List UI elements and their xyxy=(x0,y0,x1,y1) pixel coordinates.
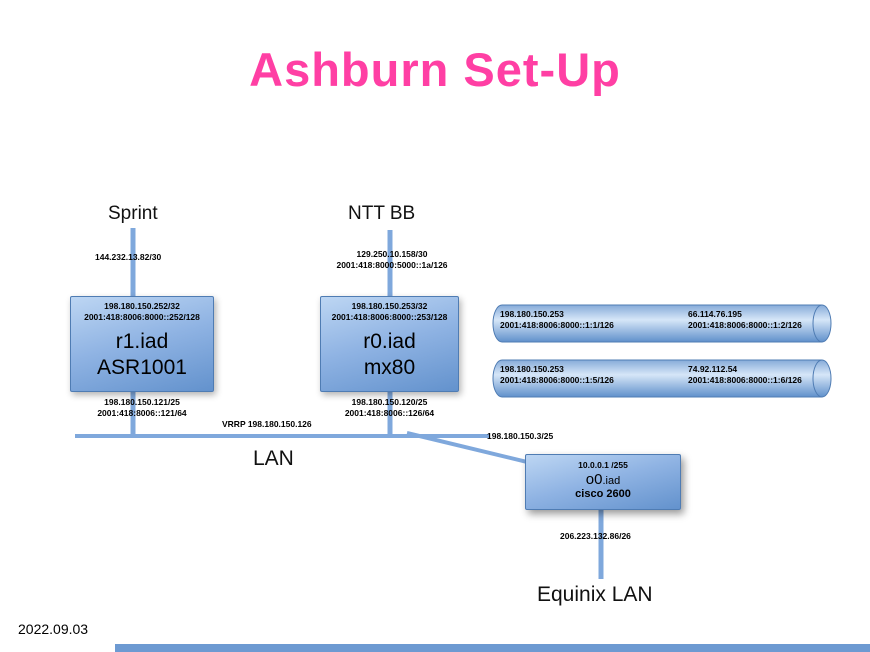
o0-downlink-ip: 206.223.132.86/26 xyxy=(560,531,631,541)
r0-ip1: 198.180.150.253/32 xyxy=(351,301,428,311)
r0-lan-ips: 198.180.150.120/25 2001:418:8006::126/64 xyxy=(320,397,459,419)
page-title: Ashburn Set-Up xyxy=(249,43,621,96)
r1-loopback-ips: 198.180.150.252/32 2001:418:8006:8000::2… xyxy=(71,297,213,323)
ntt-link-ip1: 129.250.10.158/30 xyxy=(356,249,428,259)
tunnel2-right-ip1: 74.92.112.54 xyxy=(688,364,738,374)
tunnel-cylinder-1 xyxy=(492,304,832,343)
tunnel1-left-ip1: 198.180.150.253 xyxy=(500,309,564,319)
tunnel1-right-ips: 66.114.76.195 2001:418:8006:8000::1:2/12… xyxy=(688,309,802,331)
tunnel2-right-ips: 74.92.112.54 2001:418:8006:8000::1:6/126 xyxy=(688,364,802,386)
tunnel2-left-ip1: 198.180.150.253 xyxy=(500,364,564,374)
router-o0-box: 10.0.0.1 /255 o0.iad cisco 2600 xyxy=(525,454,681,510)
lan-label: LAN xyxy=(253,447,294,470)
tunnel-cylinder-2 xyxy=(492,359,832,398)
o0-uplink-ip: 198.180.150.3/25 xyxy=(487,431,554,441)
router-r0-box: 198.180.150.253/32 2001:418:8006:8000::2… xyxy=(320,296,459,392)
tunnel2-left-ips: 198.180.150.253 2001:418:8006:8000::1:5/… xyxy=(500,364,614,386)
r1-lan-ip2: 2001:418:8006::121/64 xyxy=(97,408,187,418)
tunnel1-right-ip1: 66.114.76.195 xyxy=(688,309,742,319)
o0-name-suffix: .iad xyxy=(602,475,621,487)
sprint-label: Sprint xyxy=(108,203,158,224)
r0-loopback-ips: 198.180.150.253/32 2001:418:8006:8000::2… xyxy=(321,297,458,323)
r1-ip2: 2001:418:8006:8000::252/128 xyxy=(84,312,200,322)
sprint-link-ip: 144.232.13.82/30 xyxy=(95,252,162,262)
vrrp-annotation: VRRP 198.180.150.126 xyxy=(222,419,312,429)
r0-ip2: 2001:418:8006:8000::253/128 xyxy=(331,312,448,322)
r0-lan-ip2: 2001:418:8006::126/64 xyxy=(344,408,435,418)
o0-name: o0.iad xyxy=(526,471,680,488)
tunnel2-right-ip2: 2001:418:8006:8000::1:6/126 xyxy=(688,375,802,385)
tunnel1-right-ip2: 2001:418:8006:8000::1:2/126 xyxy=(688,320,802,330)
slide-date: 2022.09.03 xyxy=(18,621,89,637)
r0-lan-ip1: 198.180.150.120/25 xyxy=(351,397,428,407)
r1-lan-ip1: 198.180.150.121/25 xyxy=(104,397,180,407)
ntt-link-ips: 129.250.10.158/30 2001:418:8000:5000::1a… xyxy=(322,249,462,271)
ntt-label: NTT BB xyxy=(348,203,416,224)
r0-model: mx80 xyxy=(363,356,416,379)
equinix-lan-label: Equinix LAN xyxy=(537,583,653,606)
r0-name: r0.iad xyxy=(363,330,416,353)
r1-name: r1.iad xyxy=(115,330,169,353)
o0-model: cisco 2600 xyxy=(575,488,631,500)
r1-ip1: 198.180.150.252/32 xyxy=(104,301,180,311)
o0-name-main: o0 xyxy=(585,471,603,488)
bottom-accent-bar xyxy=(115,644,870,652)
tunnel1-left-ip2: 2001:418:8006:8000::1:1/126 xyxy=(500,320,614,330)
router-r1-box: 198.180.150.252/32 2001:418:8006:8000::2… xyxy=(70,296,214,392)
r1-model: ASR1001 xyxy=(97,356,187,379)
ntt-link-ip2: 2001:418:8000:5000::1a/126 xyxy=(336,260,448,270)
tunnel2-left-ip2: 2001:418:8006:8000::1:5/126 xyxy=(500,375,614,385)
o0-ip: 10.0.0.1 /255 xyxy=(578,460,628,470)
tunnel1-left-ips: 198.180.150.253 2001:418:8006:8000::1:1/… xyxy=(500,309,614,331)
r1-lan-ips: 198.180.150.121/25 2001:418:8006::121/64 xyxy=(70,397,214,419)
